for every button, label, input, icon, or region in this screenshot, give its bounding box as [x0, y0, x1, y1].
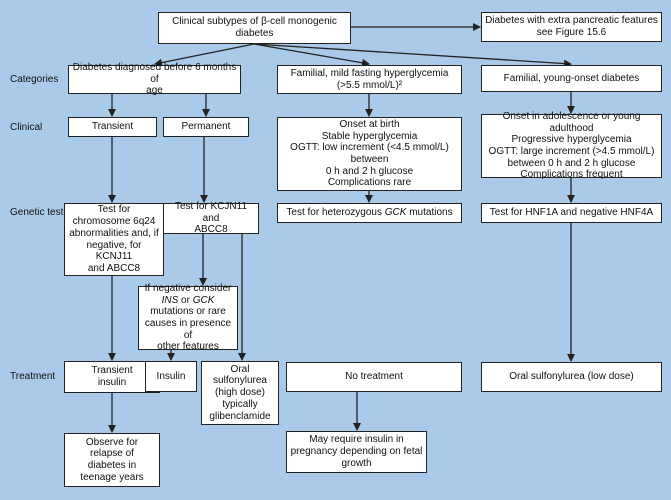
node-test-6q24-line: and ABCC8 [87, 262, 141, 274]
node-oral-sulf-line: typically [222, 398, 258, 410]
node-transient-insulin-line: Transient [91, 365, 133, 377]
gene-gck: GCK [192, 294, 215, 306]
node-cat-gck-line: (>5.5 mmol/L)² [336, 79, 403, 91]
node-test-gck-gene: GCK [384, 207, 407, 219]
node-gck-clinical-line: Complications rare [327, 177, 412, 189]
edge-root-to-neonatal [154, 43, 255, 67]
node-young-clinical-line: between 0 h and 2 h glucose [507, 157, 636, 169]
edge-root-to-young [253, 43, 572, 68]
node-extra-line: see Figure 15.6 [536, 27, 607, 38]
edge-root-to-gck [253, 43, 370, 67]
node-pregnancy-line: May require insulin in [309, 434, 404, 446]
node-gck-clinical: Onset at birth Stable hyperglycemia OGTT… [277, 117, 462, 191]
node-cat-young-line: Familial, young-onset diabetes [503, 72, 640, 84]
node-test-6q24: Test for chromosome 6q24 abnormalities a… [64, 203, 164, 276]
node-transient-insulin: Transient insulin [64, 361, 160, 393]
node-permanent-label: Permanent [181, 121, 231, 133]
node-test-kcjn-line: Test for KCJN11 and [174, 200, 248, 224]
or-text: or [178, 294, 193, 306]
node-test-kcjn: Test for KCJN11 and ABCC8 [163, 200, 259, 236]
node-no-treatment: No treatment [286, 362, 462, 392]
node-transient-label: Transient [91, 121, 134, 133]
node-negative-consider-line: other features [157, 341, 219, 353]
node-observe-line: teenage years [80, 471, 144, 483]
node-observe-relapse: Observe for relapse of diabetes in teena… [64, 433, 160, 487]
node-gck-clinical-line: Stable hyperglycemia [321, 130, 418, 142]
node-insulin: Insulin [145, 361, 197, 392]
node-test-6q24-line: abnormalities and, if [69, 227, 159, 239]
row-label-treatment: Treatment [10, 371, 56, 382]
node-young-clinical-line: Onset in adolescence or young adulthood [502, 110, 641, 134]
node-oral-sulf-line: glibenclamide [209, 410, 271, 422]
node-test-hnf-label: Test for HNF1A and negative HNF4A [489, 207, 654, 219]
node-test-6q24-line: negative, for KCNJ11 [86, 239, 142, 263]
node-gck-clinical-line: 0 h and 2 h glucose [325, 165, 414, 177]
row-label-categories: Categories [10, 74, 59, 85]
node-test-gck-prefix: Test for heterozygous [286, 207, 385, 219]
gene-ins: INS [161, 294, 179, 306]
node-no-treatment-label: No treatment [345, 371, 403, 383]
node-oral-sulf-line: Oral [230, 363, 250, 375]
node-cat-young: Familial, young-onset diabetes [481, 65, 662, 92]
node-permanent: Permanent [163, 117, 249, 137]
node-pregnancy-insulin: May require insulin in pregnancy dependi… [286, 431, 427, 473]
node-cat-gck-line: Familial, mild fasting hyperglycemia [290, 67, 449, 79]
node-oral-sulfonylurea-low: Oral sulfonylurea (low dose) [481, 362, 662, 392]
node-root-line: Clinical subtypes of β-cell monogenic [172, 16, 337, 28]
node-test-gck-suffix: mutations [406, 207, 453, 219]
node-oral-sulf-line: sulfonylurea [213, 375, 267, 387]
node-cat-neonatal-line: age [146, 85, 163, 97]
node-cat-neonatal-line: Diabetes diagnosed before 6 months of [72, 61, 237, 85]
row-label-genetic-test: Genetic test [10, 207, 64, 218]
node-test-6q24-line: Test for [97, 204, 131, 216]
node-negative-consider: If negative consider INS or GCK mutation… [138, 282, 238, 353]
node-observe-line: Observe for [85, 436, 139, 448]
node-insulin-label: Insulin [156, 370, 186, 382]
node-pregnancy-line: pregnancy depending on fetal [290, 446, 423, 458]
node-transient-insulin-line: insulin [97, 377, 127, 388]
node-young-clinical-line: Complications frequent [520, 169, 623, 181]
row-label-clinical: Clinical [10, 122, 43, 133]
node-negative-consider-line: INS or GCK [141, 295, 235, 307]
node-young-clinical-line: OGTT: large increment (>4.5 mmol/L) [488, 146, 655, 157]
node-pregnancy-line: growth [341, 457, 372, 469]
node-young-clinical: Onset in adolescence or young adulthood … [481, 110, 662, 181]
node-test-kcjn-line: ABCC8 [194, 224, 228, 236]
node-young-clinical-line: Progressive hyperglycemia [511, 134, 632, 146]
node-negative-consider-line: causes in presence of [144, 318, 232, 341]
node-oral-sulfonylurea-high: Oral sulfonylurea (high dose) typically … [201, 361, 279, 425]
node-observe-line: relapse of [90, 448, 134, 460]
node-negative-consider-line: If negative consider [144, 282, 232, 294]
node-cat-gck: Familial, mild fasting hyperglycemia(>5.… [277, 65, 462, 94]
node-test-hnf: Test for HNF1A and negative HNF4A [481, 203, 662, 223]
node-extra-line: Diabetes with extra pancreatic features [485, 15, 658, 27]
node-negative-consider-line: mutations or rare [150, 306, 226, 318]
node-root-line: diabetes [235, 28, 274, 39]
node-observe-line: diabetes in [87, 460, 137, 471]
node-transient: Transient [68, 117, 157, 137]
node-test-6q24-line: chromosome 6q24 [72, 216, 156, 228]
node-test-gck: Test for heterozygous GCK mutations [277, 203, 462, 223]
node-gck-clinical-line: Onset at birth [339, 118, 400, 130]
node-oral-sulf-line: (high dose) [214, 387, 266, 399]
node-oral-low-label: Oral sulfonylurea (low dose) [509, 371, 634, 383]
node-gck-clinical-line: OGTT: low increment (<4.5 mmol/L) betwee… [290, 142, 449, 165]
